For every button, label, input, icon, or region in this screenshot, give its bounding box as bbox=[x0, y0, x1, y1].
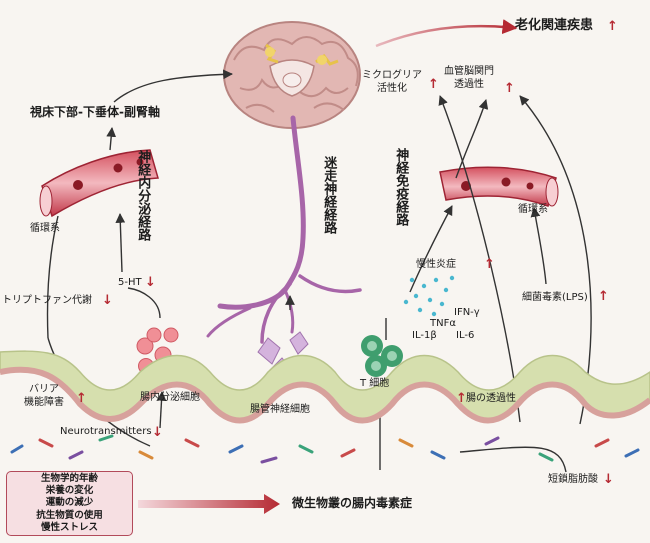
microglia-up-arrow: ↑ bbox=[428, 77, 439, 92]
neurotransmitters-label: Neurotransmitters bbox=[60, 426, 152, 437]
intestinal-wall bbox=[0, 350, 650, 424]
il1-label: IL-1β bbox=[412, 330, 437, 341]
scfa-label: 短鎖脂肪酸 bbox=[548, 474, 598, 485]
microglia-label: ミクログリア 活性化 bbox=[362, 70, 422, 95]
aging-diseases-up-arrow: ↑ bbox=[607, 19, 618, 34]
factor-chronic-stress: 慢性ストレス bbox=[40, 521, 98, 533]
bbb-label: 血管脳関門 透過性 bbox=[444, 66, 494, 91]
enteric-neuron-label: 腸管神経細胞 bbox=[250, 404, 310, 415]
scfa-down-arrow: ↓ bbox=[603, 472, 614, 487]
serotonin-down-arrow: ↓ bbox=[145, 275, 156, 290]
tryptophan-label: トリプトファン代謝 bbox=[2, 295, 92, 306]
lps-label: 細菌毒素(LPS) bbox=[522, 292, 588, 303]
il6-label: IL-6 bbox=[456, 330, 475, 341]
tryptophan-down-arrow: ↓ bbox=[102, 293, 113, 308]
dysbiosis-label: 微生物叢の腸内毒素症 bbox=[292, 496, 413, 510]
tnf-label: TNFα bbox=[430, 318, 456, 329]
t-cell-label: T 細胞 bbox=[360, 378, 390, 389]
circulation-right-label: 循環系 bbox=[518, 204, 548, 215]
aging-factors-box: 生物学的年齢 栄養の変化 運動の減少 抗生物質の使用 慢性ストレス bbox=[6, 471, 133, 536]
lps-up-arrow: ↑ bbox=[598, 289, 609, 304]
factor-nutrition-change: 栄養の変化 bbox=[45, 485, 94, 497]
bbb-line2: 透過性 bbox=[454, 78, 484, 90]
barrier-up-arrow: ↑ bbox=[76, 391, 87, 406]
bbb-up-arrow: ↑ bbox=[504, 81, 515, 96]
blood-vessel-left bbox=[39, 149, 159, 218]
vagus-nerve bbox=[206, 115, 362, 344]
microglia-line1: ミクログリア bbox=[362, 70, 422, 81]
barrier-line2: 機能障害 bbox=[24, 396, 64, 408]
permeability-up-arrow: ↑ bbox=[456, 391, 467, 406]
barrier-line1: バリア bbox=[29, 384, 59, 395]
gut-permeability-label: 腸の透過性 bbox=[466, 393, 516, 404]
barrier-label: バリア 機能障害 bbox=[24, 384, 64, 409]
arrow-to-aging-diseases bbox=[375, 19, 518, 48]
circulation-left-label: 循環系 bbox=[30, 223, 60, 234]
bbb-line1: 血管脳関門 bbox=[444, 66, 494, 77]
ifn-label: IFN-γ bbox=[454, 307, 480, 318]
serotonin-label: 5-HT bbox=[118, 277, 142, 288]
neuroimmune-pathway-label: 神経免疫経路 bbox=[393, 148, 409, 226]
enteroendocrine-label: 腸内分泌細胞 bbox=[140, 392, 200, 403]
factor-biological-age: 生物学的年齢 bbox=[40, 473, 98, 484]
factor-reduced-exercise: 運動の減少 bbox=[45, 497, 94, 509]
factor-antibiotics: 抗生物質の使用 bbox=[36, 509, 103, 521]
vagus-pathway-label: 迷走神経経路 bbox=[321, 156, 337, 234]
neuroendocrine-pathway-label: 神経内分泌経路 bbox=[135, 150, 151, 241]
brain-illustration bbox=[223, 21, 361, 129]
dysbiosis-arrow bbox=[138, 494, 280, 514]
neurotransmitters-down-arrow: ↓ bbox=[152, 425, 163, 440]
t-cells bbox=[361, 335, 403, 377]
microglia-line2: 活性化 bbox=[377, 82, 407, 94]
chronic-inflammation-label: 慢性炎症 bbox=[416, 259, 456, 270]
hpa-axis-label: 視床下部-下垂体-副腎軸 bbox=[30, 105, 160, 119]
gut-microbes bbox=[10, 434, 640, 464]
cytokine-particles bbox=[403, 275, 455, 317]
blood-vessel-right bbox=[439, 166, 559, 207]
inflammation-up-arrow: ↑ bbox=[484, 257, 495, 272]
aging-diseases-label: 老化関連疾患 bbox=[515, 18, 594, 33]
